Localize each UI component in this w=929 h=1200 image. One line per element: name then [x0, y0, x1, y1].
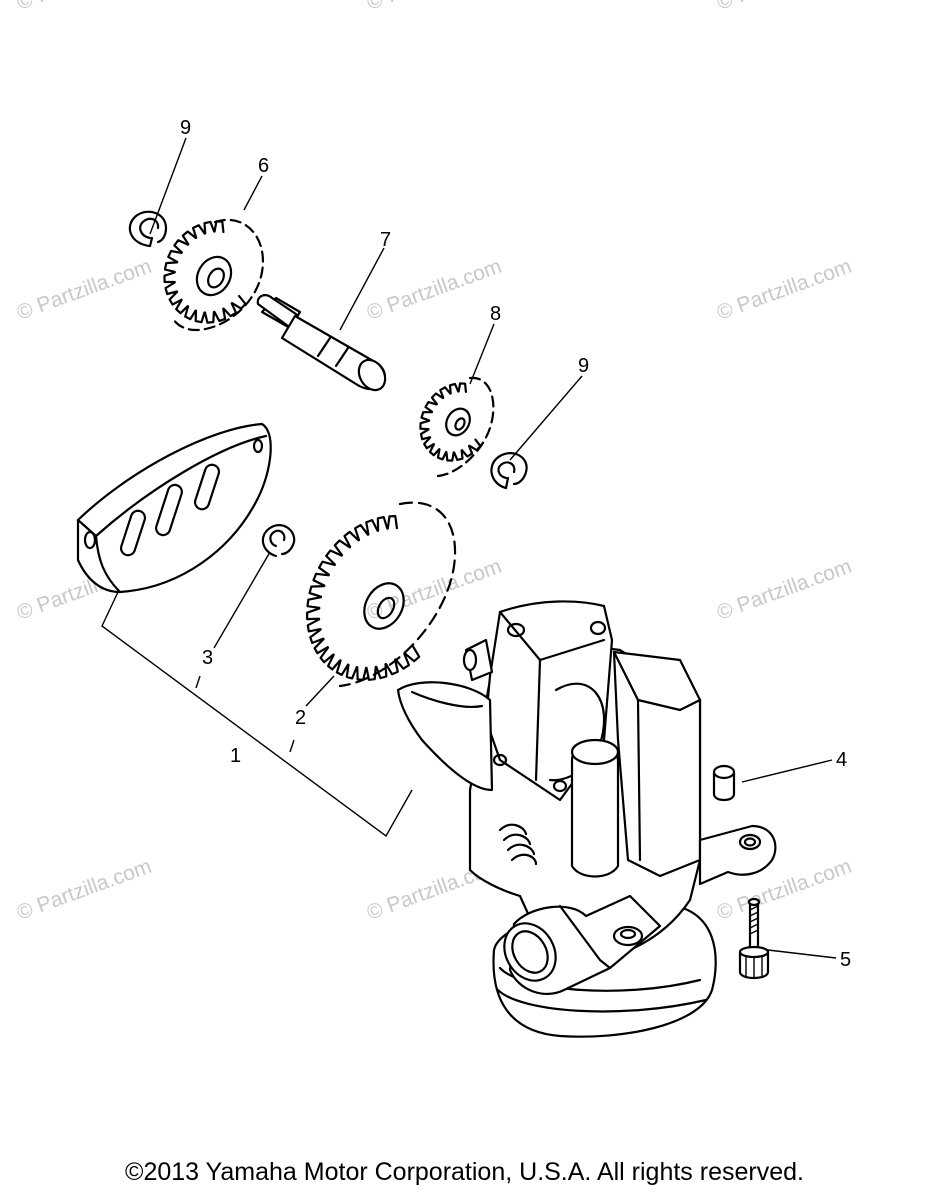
callout-2: 2	[295, 707, 306, 729]
watermark-text: © Partzilla.com	[714, 0, 855, 15]
watermark-text: © Partzilla.com	[14, 855, 155, 925]
watermark-text: © Partzilla.com	[364, 555, 505, 625]
oil-pump-body[interactable]	[396, 600, 777, 1038]
shaft-7[interactable]	[256, 294, 391, 395]
leader-lines	[101, 137, 837, 959]
pump-cover[interactable]	[76, 422, 272, 594]
gear-8[interactable]	[419, 376, 495, 478]
callout-7: 7	[380, 229, 391, 251]
watermark-text: © Partzilla.com	[14, 0, 155, 15]
callout-3: 3	[202, 647, 213, 669]
circlip-3[interactable]	[261, 524, 296, 558]
callout-numbers: 9 6 7 8 9 3 2 1 4 5	[180, 117, 851, 971]
callout-9-right: 9	[578, 355, 589, 377]
copyright-notice: ©2013 Yamaha Motor Corporation, U.S.A. A…	[125, 1158, 804, 1186]
callout-8: 8	[490, 303, 501, 325]
watermark-text: © Partzilla.com	[714, 255, 855, 325]
callout-4: 4	[836, 749, 847, 771]
callout-5: 5	[840, 949, 851, 971]
callout-9-top: 9	[180, 117, 191, 139]
bolt-5[interactable]	[738, 897, 770, 980]
callout-6: 6	[258, 155, 269, 177]
dowel-pin-4[interactable]	[712, 764, 736, 802]
circlip-top[interactable]	[128, 210, 168, 248]
gear-2[interactable]	[306, 501, 457, 688]
watermark-text: © Partzilla.com	[714, 555, 855, 625]
callout-1: 1	[230, 745, 241, 767]
watermark-text: © Partzilla.com	[14, 255, 155, 325]
watermark-text: © Partzilla.com	[364, 0, 505, 15]
gear-6[interactable]	[163, 218, 265, 332]
watermark-text: © Partzilla.com	[364, 255, 505, 325]
circlip-right[interactable]	[490, 452, 528, 490]
